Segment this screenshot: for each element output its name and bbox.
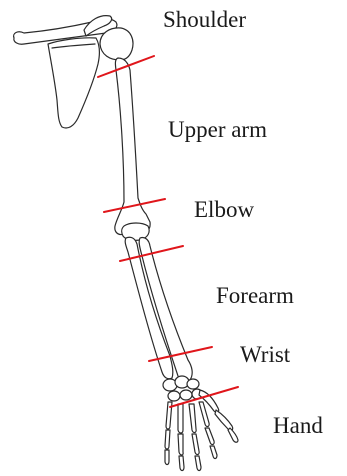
shoulder-label: Shoulder	[163, 8, 246, 31]
carpal-bones	[163, 376, 202, 401]
upper-arm-label: Upper arm	[168, 118, 267, 141]
forearm-label: Forearm	[216, 284, 294, 307]
elbow-label: Elbow	[194, 198, 254, 221]
wrist-label: Wrist	[240, 343, 290, 366]
hand-label: Hand	[273, 414, 323, 437]
scapula-bone	[48, 38, 99, 128]
finger-bones	[165, 402, 217, 471]
humerus-head	[100, 28, 133, 60]
